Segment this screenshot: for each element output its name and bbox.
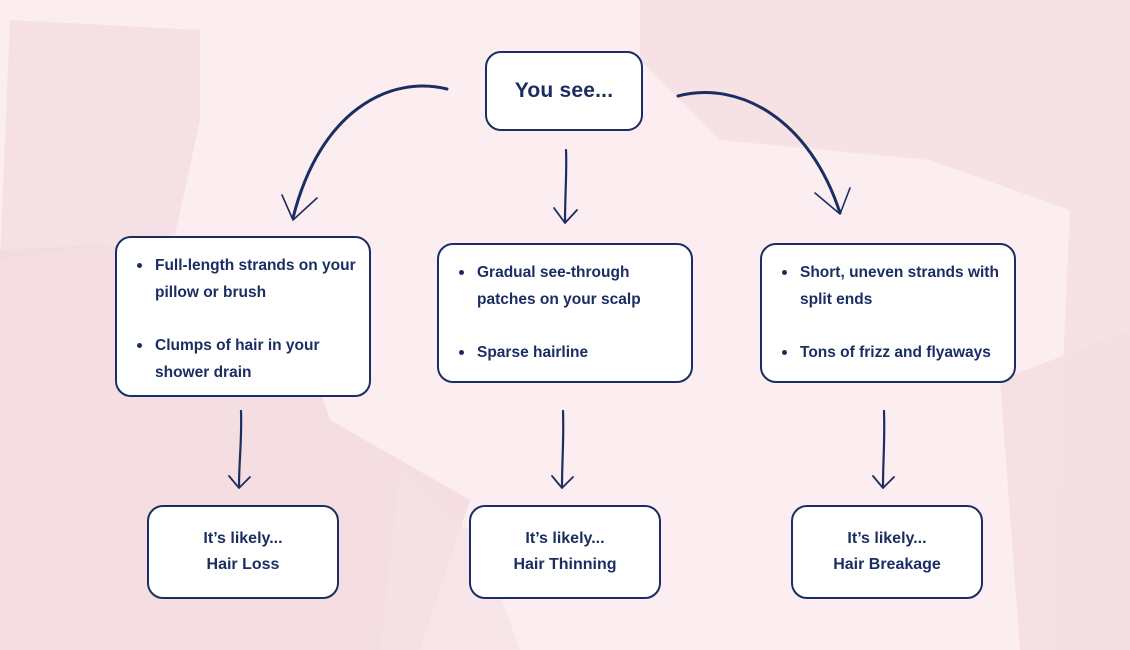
result-box-hair-thinning: It’s likely... Hair Thinning [469, 505, 661, 599]
result-label: Hair Thinning [513, 556, 617, 573]
result-label: Hair Breakage [833, 556, 941, 573]
brush-stroke-top-left [0, 20, 200, 260]
symptom-item: Full-length strands on your pillow or br… [135, 252, 357, 306]
brush-stroke-mid-right [1000, 330, 1130, 650]
symptom-item: Clumps of hair in your shower drain [135, 332, 357, 386]
symptom-list: Gradual see-through patches on your scal… [457, 259, 679, 366]
symptom-item: Sparse hairline [457, 339, 679, 366]
root-label: You see... [514, 79, 614, 102]
root-node-you-see: You see... [485, 51, 643, 131]
result-prefix: It’s likely... [525, 530, 605, 547]
brush-stroke-bottom-center [380, 470, 520, 650]
brush-stroke-top-right [640, 0, 1130, 650]
result-label: Hair Loss [206, 556, 280, 573]
result-prefix: It’s likely... [847, 530, 927, 547]
result-prefix: It’s likely... [203, 530, 283, 547]
symptoms-box-hair-loss: Full-length strands on your pillow or br… [115, 236, 371, 397]
symptom-item: Gradual see-through patches on your scal… [457, 259, 679, 313]
result-box-hair-breakage: It’s likely... Hair Breakage [791, 505, 983, 599]
symptom-item: Short, uneven strands with split ends [780, 259, 1002, 313]
symptoms-box-hair-breakage: Short, uneven strands with split ends To… [760, 243, 1016, 383]
symptom-list: Short, uneven strands with split ends To… [780, 259, 1002, 366]
symptoms-box-hair-thinning: Gradual see-through patches on your scal… [437, 243, 693, 383]
symptom-list: Full-length strands on your pillow or br… [135, 252, 357, 386]
symptom-item: Tons of frizz and flyaways [780, 339, 1002, 366]
result-box-hair-loss: It’s likely... Hair Loss [147, 505, 339, 599]
